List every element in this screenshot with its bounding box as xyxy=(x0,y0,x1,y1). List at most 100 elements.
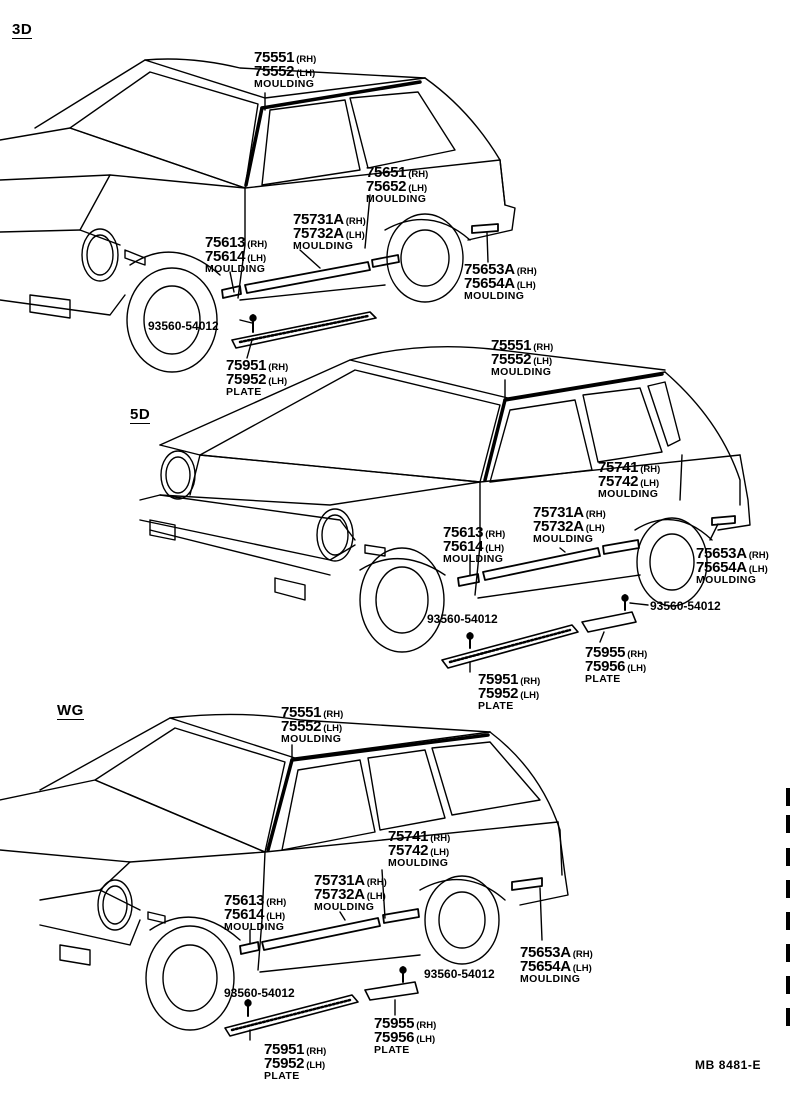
scan-edge-mark xyxy=(786,788,790,806)
callout-3d-step-plate: 75951(RH) 75952(LH) PLATE xyxy=(226,358,288,398)
side-rh: (RH) xyxy=(485,529,506,540)
callout-wg-drip-moulding: 75551(RH) 75552(LH) MOULDING xyxy=(281,705,343,745)
side-rh: (RH) xyxy=(306,1046,327,1057)
callout-wg-door-moulding: 75731A(RH) 75732A(LH) MOULDING xyxy=(314,873,387,913)
side-rh: (RH) xyxy=(268,362,289,373)
part-number: 75651 xyxy=(366,164,407,181)
side-rh: (RH) xyxy=(640,464,661,475)
side-rh: (RH) xyxy=(247,239,268,250)
scan-edge-mark xyxy=(786,912,790,930)
part-number: 75732A xyxy=(533,518,584,535)
part-number: 75652 xyxy=(366,178,407,195)
part-description: MOULDING xyxy=(696,574,757,586)
callout-5d-screw-rear: 93560-54012 xyxy=(650,599,721,613)
part-number: 75654A xyxy=(696,559,747,576)
side-rh: (RH) xyxy=(366,877,387,888)
callout-5d-rear-step-plate: 75955(RH) 75956(LH) PLATE xyxy=(585,645,647,685)
callout-5d-screw-front: 93560-54012 xyxy=(427,612,498,626)
scan-edge-mark xyxy=(786,944,790,962)
part-description: MOULDING xyxy=(598,488,659,500)
side-lh: (LH) xyxy=(408,183,428,194)
part-description: PLATE xyxy=(264,1070,300,1082)
part-description: MOULDING xyxy=(314,901,375,913)
callout-5d-rear-door-moulding: 75741(RH) 75742(LH) MOULDING xyxy=(598,460,660,500)
scan-edge-mark xyxy=(786,815,790,833)
scan-edge-mark xyxy=(786,848,790,866)
side-rh: (RH) xyxy=(627,649,648,660)
side-lh: (LH) xyxy=(366,891,386,902)
side-rh: (RH) xyxy=(533,342,554,353)
side-lh: (LH) xyxy=(533,356,553,367)
part-number: 75551 xyxy=(491,337,532,354)
side-lh: (LH) xyxy=(430,847,450,858)
scan-edge-mark xyxy=(786,880,790,898)
part-number: 75552 xyxy=(254,63,295,80)
side-lh: (LH) xyxy=(627,663,647,674)
side-rh: (RH) xyxy=(585,509,606,520)
callout-5d-door-moulding: 75731A(RH) 75732A(LH) MOULDING xyxy=(533,505,606,545)
callout-wg-fender-moulding: 75613(RH) 75614(LH) MOULDING xyxy=(224,893,286,933)
part-number: 75613 xyxy=(443,524,484,541)
side-lh: (LH) xyxy=(306,1060,326,1071)
part-description: MOULDING xyxy=(491,366,552,378)
side-rh: (RH) xyxy=(266,897,287,908)
part-description: PLATE xyxy=(374,1044,410,1056)
callout-wg-step-plate: 75951(RH) 75952(LH) PLATE xyxy=(264,1042,326,1082)
callout-3d-door-moulding: 75731A(RH) 75732A(LH) MOULDING xyxy=(293,212,366,252)
side-rh: (RH) xyxy=(520,676,541,687)
part-number: 75732A xyxy=(314,886,365,903)
part-description: MOULDING xyxy=(205,263,266,275)
part-number: 75955 xyxy=(585,644,626,661)
side-rh: (RH) xyxy=(430,833,451,844)
side-rh: (RH) xyxy=(296,54,317,65)
part-number: 75653A xyxy=(696,545,747,562)
callout-3d-rear-door-moulding: 75651(RH) 75652(LH) MOULDING xyxy=(366,165,428,205)
part-description: MOULDING xyxy=(520,973,581,985)
section-label-5d: 5D xyxy=(130,406,151,424)
part-description: MOULDING xyxy=(293,240,354,252)
side-rh: (RH) xyxy=(323,709,344,720)
callout-wg-rear-step-plate: 75955(RH) 75956(LH) PLATE xyxy=(374,1016,436,1056)
part-number: 75552 xyxy=(491,351,532,368)
side-rh: (RH) xyxy=(416,1020,437,1031)
side-lh: (LH) xyxy=(748,564,768,575)
side-rh: (RH) xyxy=(572,949,593,960)
part-number: 75742 xyxy=(598,473,639,490)
part-number: 75955 xyxy=(374,1015,415,1032)
callout-wg-rear-door-moulding: 75741(RH) 75742(LH) MOULDING xyxy=(388,829,450,869)
part-description: MOULDING xyxy=(464,290,525,302)
part-description: PLATE xyxy=(226,386,262,398)
callout-5d-quarter-moulding: 75653A(RH) 75654A(LH) MOULDING xyxy=(696,546,769,586)
part-number: 75951 xyxy=(478,671,519,688)
callout-5d-drip-moulding: 75551(RH) 75552(LH) MOULDING xyxy=(491,338,553,378)
side-lh: (LH) xyxy=(516,280,536,291)
side-rh: (RH) xyxy=(516,266,537,277)
car-wg-drawing xyxy=(0,713,569,1041)
callout-wg-screw-front: 93560-54012 xyxy=(224,986,295,1000)
callout-wg-quarter-moulding: 75653A(RH) 75654A(LH) MOULDING xyxy=(520,945,593,985)
callout-3d-fender-moulding: 75613(RH) 75614(LH) MOULDING xyxy=(205,235,267,275)
side-lh: (LH) xyxy=(268,376,288,387)
part-number: 75952 xyxy=(478,685,519,702)
car-5d-drawing xyxy=(139,345,751,673)
part-number: 75614 xyxy=(443,538,484,555)
part-number: 75732A xyxy=(293,225,344,242)
part-number: 75614 xyxy=(205,248,246,265)
part-description: MOULDING xyxy=(281,733,342,745)
part-number: 75653A xyxy=(464,261,515,278)
part-number: 75551 xyxy=(254,49,295,66)
part-number: 75552 xyxy=(281,718,322,735)
callout-3d-quarter-moulding: 75653A(RH) 75654A(LH) MOULDING xyxy=(464,262,537,302)
part-number: 75742 xyxy=(388,842,429,859)
side-lh: (LH) xyxy=(485,543,505,554)
diagram-code: MB 8481-E xyxy=(695,1058,762,1072)
part-number: 75952 xyxy=(226,371,267,388)
side-lh: (LH) xyxy=(585,523,605,534)
part-number: 75613 xyxy=(224,892,265,909)
part-number: 75741 xyxy=(598,459,639,476)
part-description: PLATE xyxy=(478,700,514,712)
callout-5d-fender-moulding: 75613(RH) 75614(LH) MOULDING xyxy=(443,525,505,565)
callout-5d-step-plate: 75951(RH) 75952(LH) PLATE xyxy=(478,672,540,712)
side-lh: (LH) xyxy=(416,1034,436,1045)
